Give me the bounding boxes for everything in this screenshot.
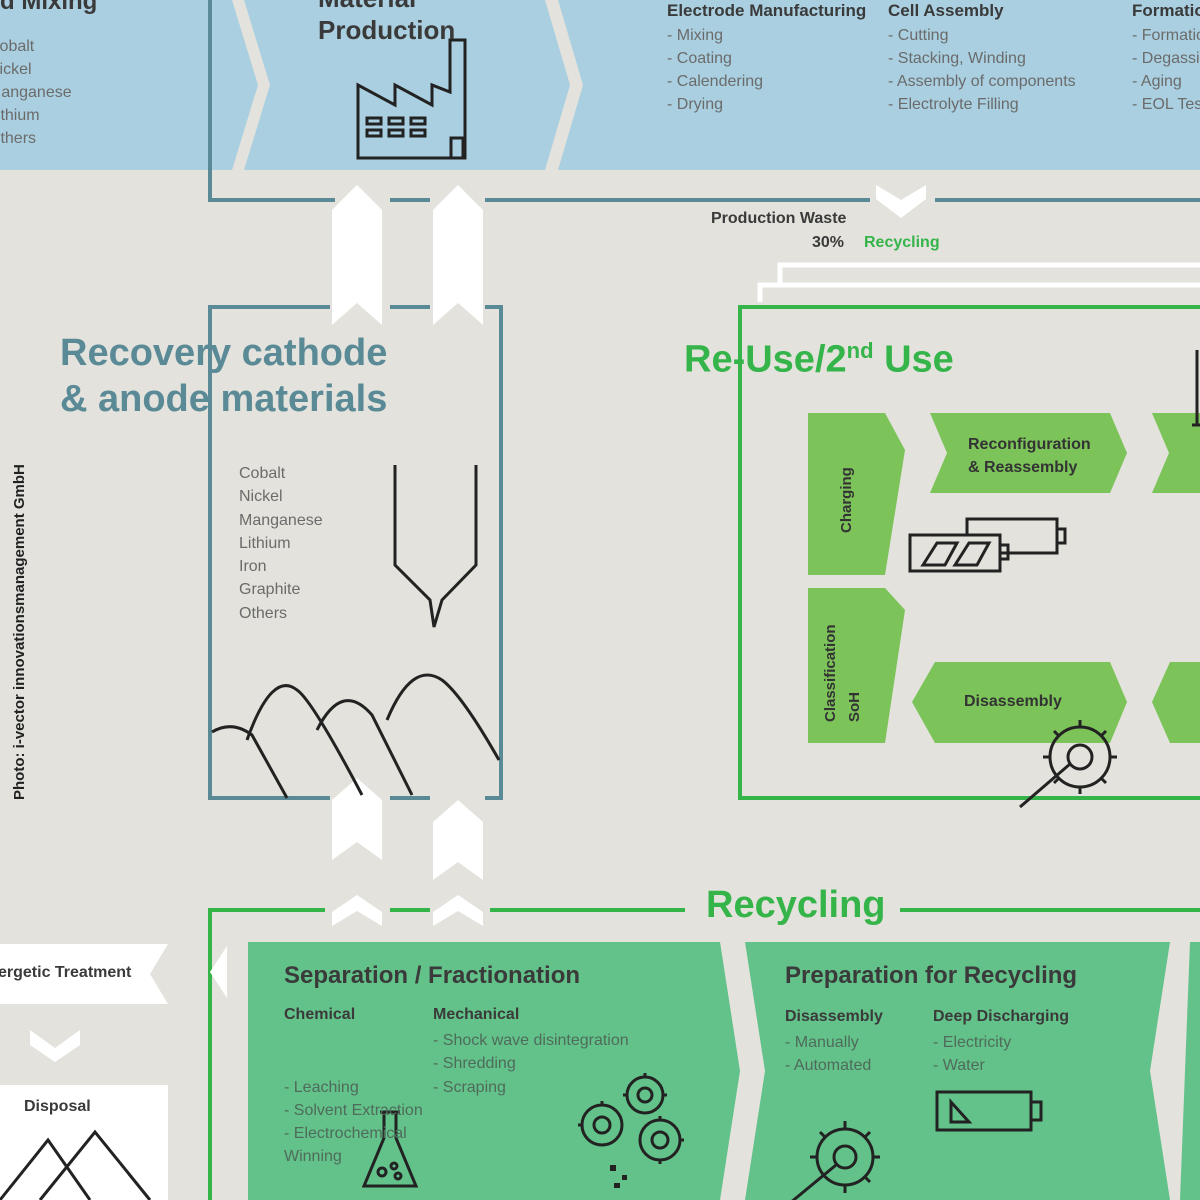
top-band-segment-3 [558, 0, 1200, 170]
recycling-right-shape [1180, 942, 1200, 1200]
material-mountains-icon [211, 673, 501, 799]
reuse-right-shape-top [1152, 413, 1200, 493]
top-band-segment-1 [0, 0, 258, 170]
cell-assembly-title: Cell Assembly [888, 1, 1004, 20]
classification-label: Classification [822, 624, 839, 722]
arrow-up-right-bottom [433, 800, 483, 880]
left-chevron [210, 946, 227, 998]
recovery-title-line1: Recovery cathode [60, 332, 388, 374]
battery-empty-icon [935, 1090, 1043, 1132]
energetic-label: ergetic Treatment [0, 964, 132, 981]
separation-title: Separation / Fractionation [284, 962, 581, 989]
energetic-down-chevron [30, 1030, 80, 1062]
silo-icon [393, 465, 478, 628]
mixing-title: and Mixing [0, 0, 98, 15]
electrode-list: - Mixing- Coating- Calendering- Drying [667, 27, 764, 113]
reuse-stack-lines [757, 262, 1200, 302]
recovery-title-line2: & anode materials [60, 378, 388, 420]
mechanical-title: Mechanical [433, 1006, 520, 1023]
recycling-title: Recycling [706, 884, 886, 926]
electrode-title: Electrode Manufacturing [667, 1, 867, 20]
deep-discharging-list: - Electricity- Water [933, 1034, 1012, 1075]
reconfig-shape [930, 413, 1127, 493]
chemical-title: Chemical [284, 1006, 356, 1023]
classification-shape [808, 588, 905, 743]
soh-label: SoH [846, 692, 863, 722]
reuse-disassembly-label: Disassembly [964, 693, 1062, 710]
preparation-shape [745, 942, 1170, 1200]
factory-icon [356, 38, 467, 160]
material-title: MaterialProduction [318, 0, 456, 45]
reuse-title: Re-Use/2nd Use [684, 338, 954, 381]
formation-list: - Formation- Degassing- Aging- EOL Test [1132, 27, 1200, 113]
chevron-up-right [433, 895, 483, 926]
arrow-up-right-top [433, 185, 483, 325]
gears-icon [578, 1073, 684, 1188]
reconfig-label: Reconfiguration& Reassembly [968, 436, 1091, 476]
battery-swap-icon [908, 517, 1067, 573]
recycling-box [208, 908, 1200, 1200]
chemical-list: - Leaching- Solvent Extraction- Electroc… [284, 1078, 423, 1166]
disposal-mountains [0, 1129, 152, 1200]
reuse-right-shape-bottom [1152, 662, 1200, 743]
reuse-arrow-down-icon [1192, 350, 1200, 427]
prep-gear-wrench-icon [791, 1121, 880, 1200]
cell-assembly-list: - Cutting- Stacking, Winding- Assembly o… [888, 27, 1076, 113]
recovery-box [208, 305, 503, 800]
charging-shape [808, 413, 905, 575]
production-line [208, 0, 1200, 202]
production-waste-label: Production Waste [711, 210, 847, 227]
production-waste-percent: 30% [812, 234, 845, 251]
arrow-up-left-bottom [332, 778, 382, 860]
disassembly-shape [912, 662, 1127, 743]
chevron-up-left [332, 895, 382, 926]
prep-disassembly-title: Disassembly [785, 1008, 883, 1025]
waste-chevron [876, 185, 926, 218]
photo-credit: Photo: i-vector innovationsmanagement Gm… [11, 464, 28, 800]
mixing-list: CobaltNickelManganeseLithiumOthers [0, 38, 72, 147]
arrow-up-left-top [332, 185, 382, 325]
energetic-shape [0, 944, 168, 1004]
gear-wrench-icon [1019, 720, 1117, 809]
preparation-title: Preparation for Recycling [785, 962, 1078, 989]
disposal-label: Disposal [24, 1098, 91, 1115]
formation-title: Formation [1132, 1, 1200, 20]
flask-icon [361, 1110, 419, 1188]
reuse-box [738, 305, 1200, 800]
production-waste-recycling: Recycling [864, 234, 940, 251]
charging-label: Charging [838, 467, 855, 533]
prep-disassembly-list: - Manually- Automated [785, 1034, 872, 1075]
separation-shape [248, 942, 740, 1200]
top-band-segment-2 [244, 0, 570, 170]
deep-discharging-title: Deep Discharging [933, 1008, 1070, 1025]
disposal-box [0, 1085, 168, 1200]
mechanical-list: - Shock wave disintegration- Shredding- … [433, 1032, 629, 1096]
